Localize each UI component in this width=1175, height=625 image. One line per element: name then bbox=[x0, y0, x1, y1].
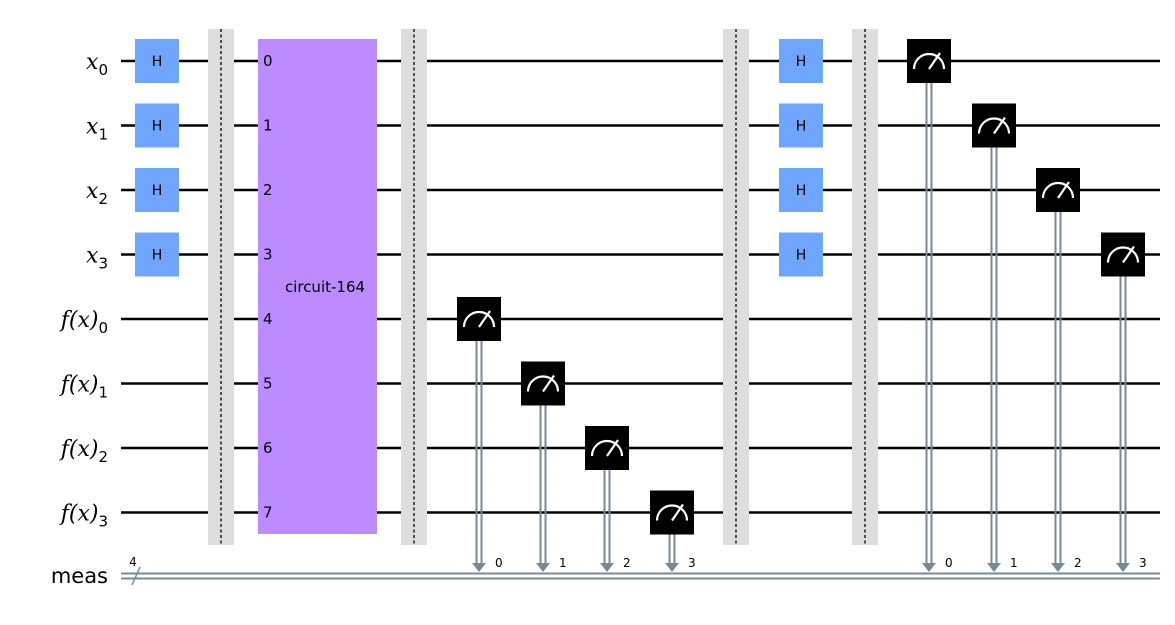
qubit-label: x2 bbox=[86, 179, 108, 208]
measure-bit-label: 1 bbox=[559, 556, 567, 570]
subcircuit-block bbox=[258, 39, 377, 534]
measure-arrow bbox=[987, 563, 1001, 572]
measurements-layer: 0 1 2 3 0 1 2 3 bbox=[457, 39, 1147, 572]
h-gate-label: H bbox=[796, 54, 807, 70]
h-gate-label: H bbox=[152, 183, 163, 199]
h-gate bbox=[779, 168, 823, 212]
meter-needle-icon bbox=[1057, 181, 1070, 199]
measure-gate bbox=[457, 297, 501, 341]
register-width-label: 4 bbox=[129, 555, 137, 569]
measure-bit-label: 0 bbox=[495, 556, 503, 570]
register-slash bbox=[131, 566, 141, 586]
measure-bit-label: 2 bbox=[623, 556, 631, 570]
subcircuit-qubit-label: 1 bbox=[263, 117, 273, 135]
qubit-label: f(x)1 bbox=[59, 373, 108, 402]
measure-gate bbox=[521, 361, 565, 406]
subcircuit-qubit-label: 6 bbox=[263, 439, 273, 457]
measure-gate bbox=[1036, 168, 1080, 212]
meter-icon bbox=[590, 439, 624, 457]
barriers-layer bbox=[208, 29, 878, 545]
measure-bit-label: 3 bbox=[688, 556, 696, 570]
meter-needle-icon bbox=[993, 116, 1006, 135]
subcircuit-qubit-label: 0 bbox=[263, 52, 273, 70]
measure-arrow bbox=[536, 563, 550, 572]
h-gate-label: H bbox=[796, 183, 807, 199]
meter-needle-icon bbox=[928, 52, 941, 70]
measure-bit-label: 0 bbox=[945, 556, 953, 570]
meter-icon bbox=[977, 117, 1011, 134]
qubit-label: x0 bbox=[86, 50, 108, 79]
measure-arrow bbox=[922, 563, 936, 572]
gates-layer: H H H H H H H H 0 1 2 3 4 5 6 7 circuit-164 bbox=[135, 39, 823, 534]
subcircuit-label: circuit-164 bbox=[285, 278, 365, 296]
meter-icon bbox=[1041, 181, 1075, 199]
measure-arrow bbox=[600, 563, 614, 572]
meter-needle-icon bbox=[478, 310, 491, 328]
h-gate-label: H bbox=[152, 54, 163, 70]
h-gate bbox=[135, 232, 179, 277]
meter-needle-icon bbox=[606, 439, 619, 457]
h-gate-label: H bbox=[152, 248, 163, 264]
measure-gate bbox=[972, 103, 1016, 148]
h-gate bbox=[779, 39, 823, 83]
classical-wires-layer bbox=[121, 566, 1160, 586]
classical-register-label: meas bbox=[51, 564, 108, 588]
subcircuit-qubit-label: 7 bbox=[263, 504, 273, 522]
labels-layer: x0 x1 x2 x3 f(x)0 f(x)1 f(x)2 f(x)3 meas 4 bbox=[51, 50, 137, 588]
h-gate bbox=[135, 103, 179, 148]
subcircuit-qubit-label: 5 bbox=[263, 375, 273, 393]
meter-icon bbox=[526, 375, 560, 392]
meter-icon bbox=[655, 504, 689, 521]
h-gate bbox=[779, 232, 823, 277]
measure-gate bbox=[650, 490, 694, 535]
measure-arrow bbox=[472, 563, 486, 572]
h-gate bbox=[135, 39, 179, 83]
h-gate bbox=[135, 168, 179, 212]
meter-needle-icon bbox=[1122, 245, 1135, 264]
h-gate bbox=[779, 103, 823, 148]
measure-gate bbox=[1101, 232, 1145, 277]
meter-icon bbox=[912, 52, 946, 70]
qubit-label: f(x)2 bbox=[59, 437, 108, 466]
measure-bit-label: 2 bbox=[1074, 556, 1082, 570]
measure-arrow bbox=[1116, 563, 1130, 572]
measure-gate bbox=[585, 426, 629, 470]
measure-bit-label: 3 bbox=[1139, 556, 1147, 570]
qubit-label: f(x)0 bbox=[59, 308, 108, 337]
h-gate-label: H bbox=[796, 119, 807, 135]
meter-needle-icon bbox=[671, 503, 684, 522]
meter-icon bbox=[462, 310, 496, 328]
qubit-label: f(x)3 bbox=[59, 502, 108, 531]
qubit-label: x3 bbox=[86, 244, 108, 273]
meter-icon bbox=[1106, 246, 1140, 263]
measure-arrow bbox=[1051, 563, 1065, 572]
meter-needle-icon bbox=[542, 374, 555, 393]
measure-arrow bbox=[665, 563, 679, 572]
measure-bit-label: 1 bbox=[1010, 556, 1018, 570]
subcircuit-qubit-label: 2 bbox=[263, 181, 273, 199]
qubit-label: x1 bbox=[86, 115, 108, 144]
subcircuit-qubit-label: 3 bbox=[263, 246, 273, 264]
measure-gate bbox=[907, 39, 951, 83]
h-gate-label: H bbox=[796, 248, 807, 264]
subcircuit-qubit-label: 4 bbox=[263, 310, 273, 328]
h-gate-label: H bbox=[152, 119, 163, 135]
